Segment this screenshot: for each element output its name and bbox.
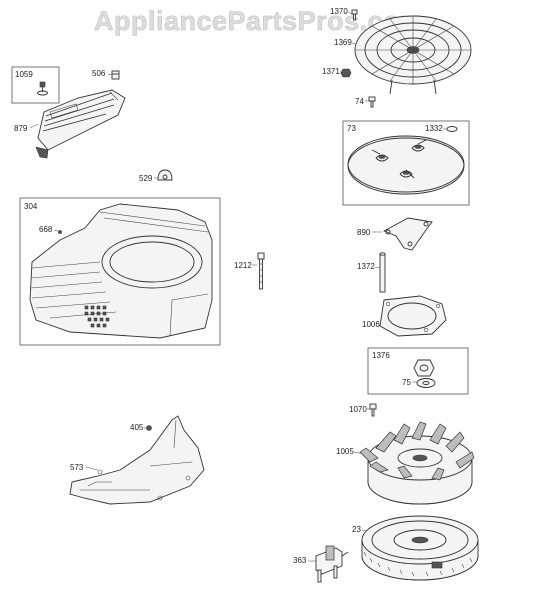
label-1369: 1369 xyxy=(334,38,352,47)
part-573-group[interactable]: 573 xyxy=(69,415,205,505)
part-1332-washer-icon xyxy=(446,126,458,132)
part-1376-group[interactable]: 1376 75 xyxy=(367,347,469,395)
label-363: 363 xyxy=(293,556,307,565)
label-75: 75 xyxy=(402,378,411,387)
label-304: 304 xyxy=(24,202,38,211)
part-74-group[interactable]: 74 xyxy=(355,96,376,108)
part-363-armature-icon xyxy=(315,545,349,583)
label-529: 529 xyxy=(139,174,153,183)
part-1059-screw-icon xyxy=(37,81,48,96)
part-304-housing-icon xyxy=(29,203,213,339)
label-1212: 1212 xyxy=(234,261,252,270)
part-1369-guard-icon xyxy=(354,15,472,95)
part-405-screw-icon xyxy=(146,425,152,431)
part-75-washer-icon xyxy=(416,378,436,388)
label-573: 573 xyxy=(70,463,84,472)
part-573-baffle-icon xyxy=(69,415,205,505)
vent-grid xyxy=(84,305,110,328)
part-506-bolt-icon xyxy=(111,70,120,80)
part-1005-group[interactable]: 1005 xyxy=(336,421,475,505)
label-1371: 1371 xyxy=(322,67,340,76)
part-405-group[interactable]: 405 xyxy=(130,423,152,432)
part-73-box xyxy=(342,120,470,206)
part-879-cover-icon xyxy=(35,89,126,159)
part-529-clip-icon xyxy=(157,169,173,181)
part-890-bracket-icon xyxy=(382,217,433,251)
part-1070-screw-icon xyxy=(369,403,377,417)
label-1005: 1005 xyxy=(336,447,354,456)
part-1070-group[interactable]: 1070 xyxy=(349,403,377,417)
part-1006-gasket-icon xyxy=(379,295,447,337)
label-73: 73 xyxy=(347,124,356,133)
label-74: 74 xyxy=(355,97,364,106)
label-668: 668 xyxy=(39,225,53,234)
part-1376-nut-icon xyxy=(413,359,435,377)
part-74-screw-icon xyxy=(368,96,376,108)
part-879-group[interactable]: 879 xyxy=(14,89,126,159)
part-304-box xyxy=(19,197,221,346)
part-73-screen-icon xyxy=(347,135,465,195)
label-1332: 1332 xyxy=(425,124,443,133)
part-1059-box xyxy=(11,66,60,104)
part-890-group[interactable]: 890 xyxy=(357,217,433,251)
label-1376: 1376 xyxy=(372,351,390,360)
part-304-group[interactable]: 304 668 xyxy=(19,197,221,346)
part-23-flywheel-icon xyxy=(361,515,479,581)
part-1006-group[interactable]: 1006 xyxy=(362,295,447,337)
part-1370-screw-icon xyxy=(351,9,358,21)
part-1059-group[interactable]: 1059 xyxy=(11,66,60,104)
label-879: 879 xyxy=(14,124,28,133)
label-1006: 1006 xyxy=(362,320,380,329)
part-506-group[interactable]: 506 xyxy=(92,69,120,80)
label-1070: 1070 xyxy=(349,405,367,414)
part-1369-group[interactable]: 1369 xyxy=(334,15,472,95)
part-23-group[interactable]: 23 xyxy=(352,515,479,581)
part-1372-stud-icon xyxy=(379,252,386,293)
part-1212-group[interactable]: 1212 xyxy=(234,252,265,290)
label-1059: 1059 xyxy=(15,70,33,79)
label-1372: 1372 xyxy=(357,262,375,271)
part-1376-box xyxy=(367,347,469,395)
watermark-text: AppliancePartsPros.com xyxy=(94,6,425,36)
label-1370: 1370 xyxy=(330,7,348,16)
label-23: 23 xyxy=(352,525,361,534)
part-1005-fan-icon xyxy=(359,421,475,505)
part-73-group[interactable]: 73 1332 xyxy=(342,120,470,206)
part-1372-group[interactable]: 1372 xyxy=(357,252,386,293)
label-506: 506 xyxy=(92,69,106,78)
label-405: 405 xyxy=(130,423,144,432)
label-890: 890 xyxy=(357,228,371,237)
part-529-group[interactable]: 529 xyxy=(139,169,173,183)
part-1371-group[interactable]: 1371 xyxy=(322,67,352,78)
part-1212-stud-icon xyxy=(257,252,265,290)
part-363-group[interactable]: 363 xyxy=(293,545,349,583)
part-1371-nut-icon xyxy=(340,68,352,78)
part-1370-group[interactable]: 1370 xyxy=(330,7,358,21)
part-668-pin-icon xyxy=(58,230,62,234)
